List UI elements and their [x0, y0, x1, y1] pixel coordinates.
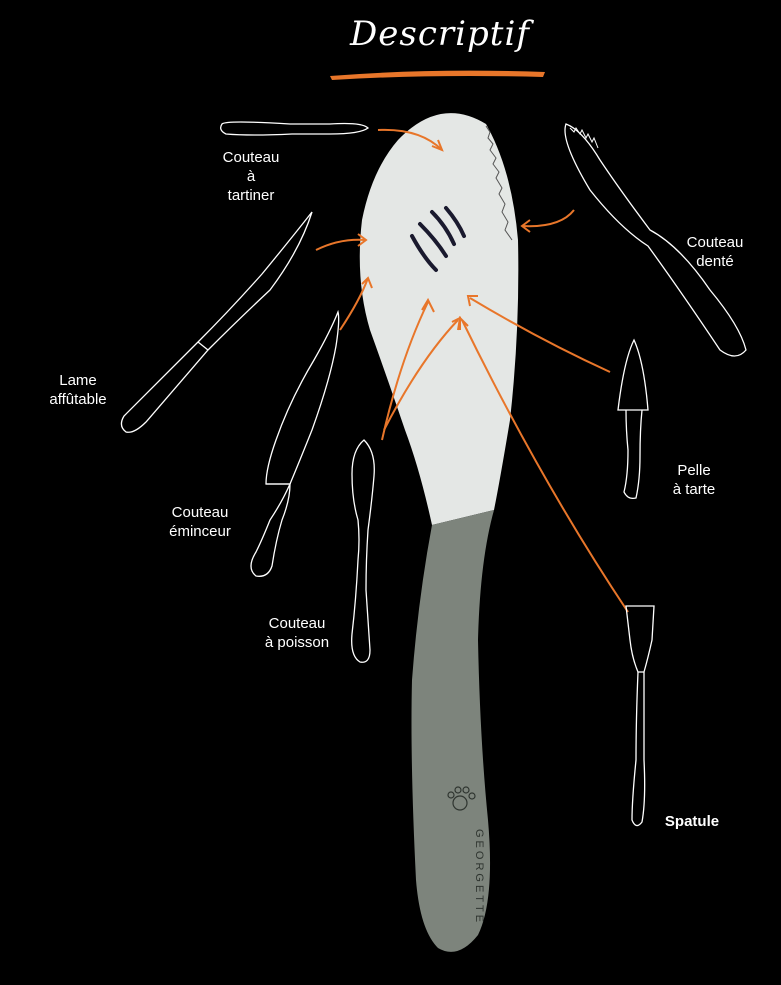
- georgette-blade: [360, 113, 519, 525]
- title-underline: [330, 71, 545, 80]
- pelle-tarte-outline: [618, 340, 648, 410]
- lame-affutable-outline: [121, 212, 312, 432]
- label-lame-affutable: Lame affûtable: [36, 371, 120, 409]
- couteau-tartiner-outline: [221, 122, 368, 135]
- label-couteau-poisson: Couteau à poisson: [242, 614, 352, 652]
- label-couteau-tartiner: Couteau à tartiner: [196, 148, 306, 205]
- couteau-eminceur-outline: [266, 312, 339, 484]
- label-couteau-eminceur: Couteau éminceur: [150, 503, 250, 541]
- label-couteau-dente: Couteau denté: [670, 233, 760, 271]
- label-spatule: Spatule: [652, 812, 732, 831]
- label-pelle-tarte: Pelle à tarte: [654, 461, 734, 499]
- spatule-outline: [626, 606, 654, 672]
- arrow-dente: [522, 210, 574, 226]
- label-couteau-tartiner-line2: à: [196, 167, 306, 186]
- couteau-poisson-outline: [352, 440, 375, 662]
- brand-name: GEORGETTE: [445, 822, 485, 932]
- diagram-title: Descriptif: [300, 14, 580, 54]
